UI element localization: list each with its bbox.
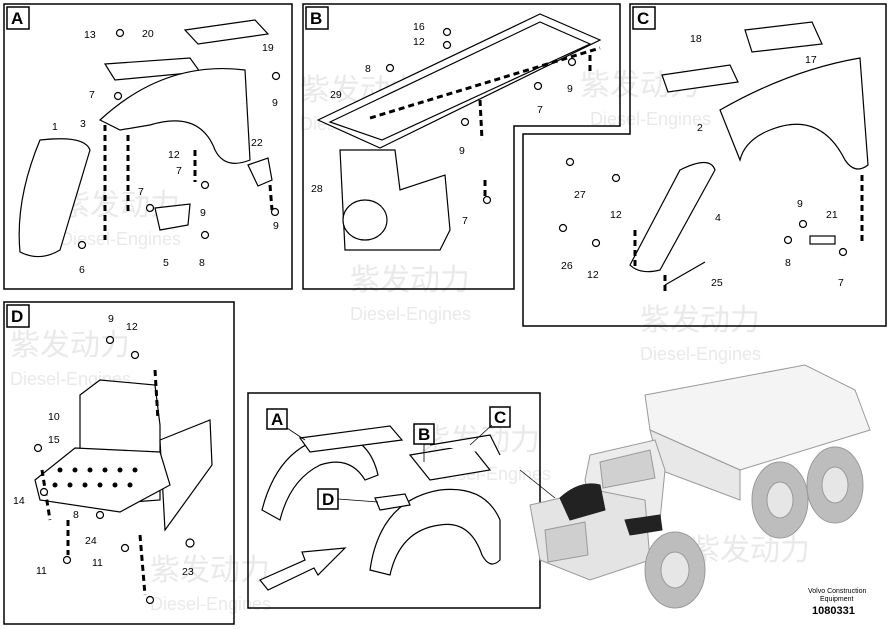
panel-b: B 16 12 8 9 7 29 9 28 7 [302, 3, 621, 290]
step-tread [34, 447, 171, 513]
callout: 9 [459, 145, 465, 157]
panel-c: C 18 17 2 27 12 4 9 21 26 12 25 8 7 [522, 3, 887, 327]
mud-flap [629, 161, 716, 273]
callout: 14 [13, 495, 25, 507]
callout: 5 [163, 257, 169, 269]
fender [98, 67, 251, 164]
callout: 25 [711, 277, 723, 289]
panel-a: A 13 20 19 7 9 1 3 22 12 7 9 7 9 [3, 3, 293, 290]
callout: 28 [311, 183, 323, 195]
callout: 16 [413, 21, 425, 33]
panel-c-label: C [637, 9, 649, 28]
step-plate [661, 64, 739, 93]
callout: 8 [365, 63, 371, 75]
callout: 10 [48, 411, 60, 423]
overview-housing [408, 444, 492, 481]
callout: 9 [200, 207, 206, 219]
step-plate [744, 21, 823, 53]
callout: 7 [176, 165, 182, 177]
watermark-en: Diesel-Engines [150, 594, 271, 614]
callout: 12 [610, 209, 622, 221]
callout: 7 [89, 89, 95, 101]
overview-label-b: B [418, 425, 430, 444]
step-plate [183, 19, 270, 45]
callout: 26 [561, 260, 573, 272]
panel-a-label: A [11, 9, 23, 28]
mud-flap [18, 138, 91, 258]
callout: 7 [537, 104, 543, 116]
callout: 8 [73, 509, 79, 521]
watermark-en: Diesel-Engines [350, 304, 471, 324]
company-name-line1: Volvo Construction [808, 588, 866, 595]
bracket [154, 203, 191, 231]
overview-label-a: A [271, 410, 283, 429]
bracket [247, 157, 273, 187]
overview-step [374, 493, 411, 511]
watermark-cn: 紫发动力 [10, 329, 130, 362]
callout: 21 [826, 209, 838, 221]
overview-fender [369, 488, 501, 576]
callout: 13 [84, 29, 96, 41]
callout: 7 [838, 277, 844, 289]
callout: 6 [79, 264, 85, 276]
callout: 19 [262, 42, 274, 54]
callout: 12 [413, 36, 425, 48]
callout: 22 [251, 137, 263, 149]
overview-label-d: D [322, 490, 334, 509]
callout: 8 [785, 257, 791, 269]
callout: 27 [574, 189, 586, 201]
callout: 12 [168, 149, 180, 161]
watermark-cn: 紫发动力 [690, 534, 810, 567]
callout: 17 [805, 54, 817, 66]
panel-d-label: D [11, 307, 23, 326]
watermark-en: Diesel-Engines [640, 344, 761, 364]
callout: 7 [138, 186, 144, 198]
company-name-line2: Equipment [820, 596, 854, 603]
panel-b-label: B [310, 9, 322, 28]
callout: 2 [697, 122, 703, 134]
callout: 7 [462, 215, 468, 227]
callout: 9 [797, 198, 803, 210]
callout: 3 [80, 118, 86, 130]
callout: 9 [108, 313, 114, 325]
callout: 23 [182, 566, 194, 578]
callout: 15 [48, 434, 60, 446]
callout: 12 [126, 321, 138, 333]
callout: 11 [36, 565, 47, 577]
callout: 9 [273, 220, 279, 232]
drawing-footer: Volvo Construction Equipment 1080331 [808, 588, 866, 617]
watermark-cn: 紫发动力 [150, 554, 270, 587]
overview-fender [261, 434, 379, 521]
overview-label-c: C [494, 408, 506, 427]
callout: 9 [272, 97, 278, 109]
callout: 24 [85, 535, 97, 547]
articulated-hauler [519, 364, 871, 609]
frame [316, 13, 602, 149]
callout: 9 [567, 83, 573, 95]
callout: 1 [52, 121, 58, 133]
callout: 18 [690, 33, 702, 45]
callout: 29 [330, 89, 342, 101]
watermark-cn: 紫发动力 [640, 304, 760, 337]
overview-inset: A B C D [247, 392, 541, 609]
callout: 8 [199, 257, 205, 269]
callout: 4 [715, 212, 721, 224]
view-direction-arrow [259, 547, 347, 591]
watermark-cn: 紫发动力 [350, 264, 470, 297]
fender [719, 57, 869, 170]
watermark-en: Diesel-Engines [60, 229, 181, 249]
overview-step-plate [429, 434, 501, 456]
callout: 12 [587, 269, 599, 281]
callout: 11 [92, 557, 103, 569]
drawing-number: 1080331 [812, 605, 855, 617]
overview-step-plate [298, 425, 404, 453]
callout: 20 [142, 28, 154, 40]
panel-d: D 9 12 10 15 14 8 24 11 11 23 [3, 301, 235, 625]
side-plate [159, 419, 213, 532]
